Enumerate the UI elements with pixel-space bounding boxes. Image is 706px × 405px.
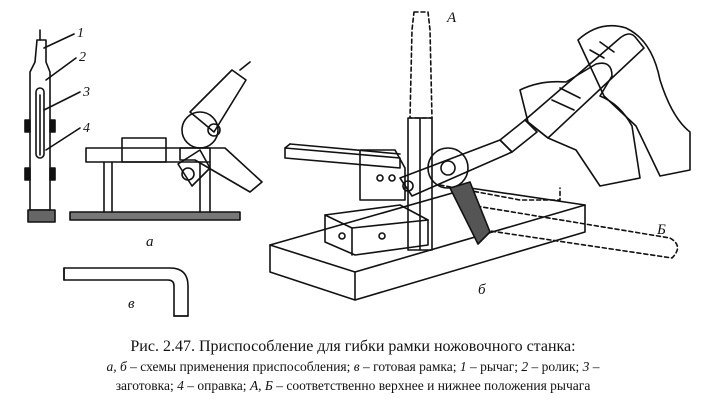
label-a: а: [146, 234, 154, 250]
caption-line-3: заготовка; 4 – оправка; А, Б – соответст…: [0, 378, 706, 394]
view-a-side: [24, 29, 81, 223]
caption-line-2: а, б – схемы применения приспособления; …: [0, 359, 706, 375]
caption-ref-1: 1: [459, 359, 467, 374]
label-4: 4: [83, 121, 90, 136]
caption-text-5: –: [589, 359, 600, 374]
caption-text-3: – рычаг;: [466, 359, 522, 374]
caption-ref-4: 4: [177, 378, 184, 393]
label-3: 3: [82, 85, 90, 100]
label-1: 1: [77, 26, 84, 41]
view-a-front: [69, 61, 263, 221]
caption-text-1: – схемы применения приспособления;: [126, 359, 354, 374]
caption-ref-AB: А, Б: [249, 378, 273, 393]
caption-ref-2: 2: [521, 359, 529, 374]
view-v-frame: [63, 267, 189, 317]
caption-text-4: – ролик;: [528, 359, 583, 374]
label-v: в: [128, 296, 135, 312]
caption-text-6: заготовка;: [115, 378, 178, 393]
label-b: б: [478, 282, 486, 298]
label-2: 2: [79, 50, 86, 65]
label-A: А: [446, 10, 457, 26]
label-B: Б: [656, 222, 666, 238]
caption-ref-ab: а, б: [106, 359, 127, 374]
caption-text-7: – оправка;: [183, 378, 250, 393]
caption-text-2: – готовая рамка;: [359, 359, 460, 374]
caption-title: Рис. 2.47. Приспособление для гибки рамк…: [130, 338, 576, 355]
caption-text-8: – соответственно верхнее и нижнее положе…: [272, 378, 591, 393]
caption-ref-v: в: [353, 359, 360, 374]
caption-ref-3: 3: [582, 359, 590, 374]
view-b-perspective: [269, 11, 691, 301]
